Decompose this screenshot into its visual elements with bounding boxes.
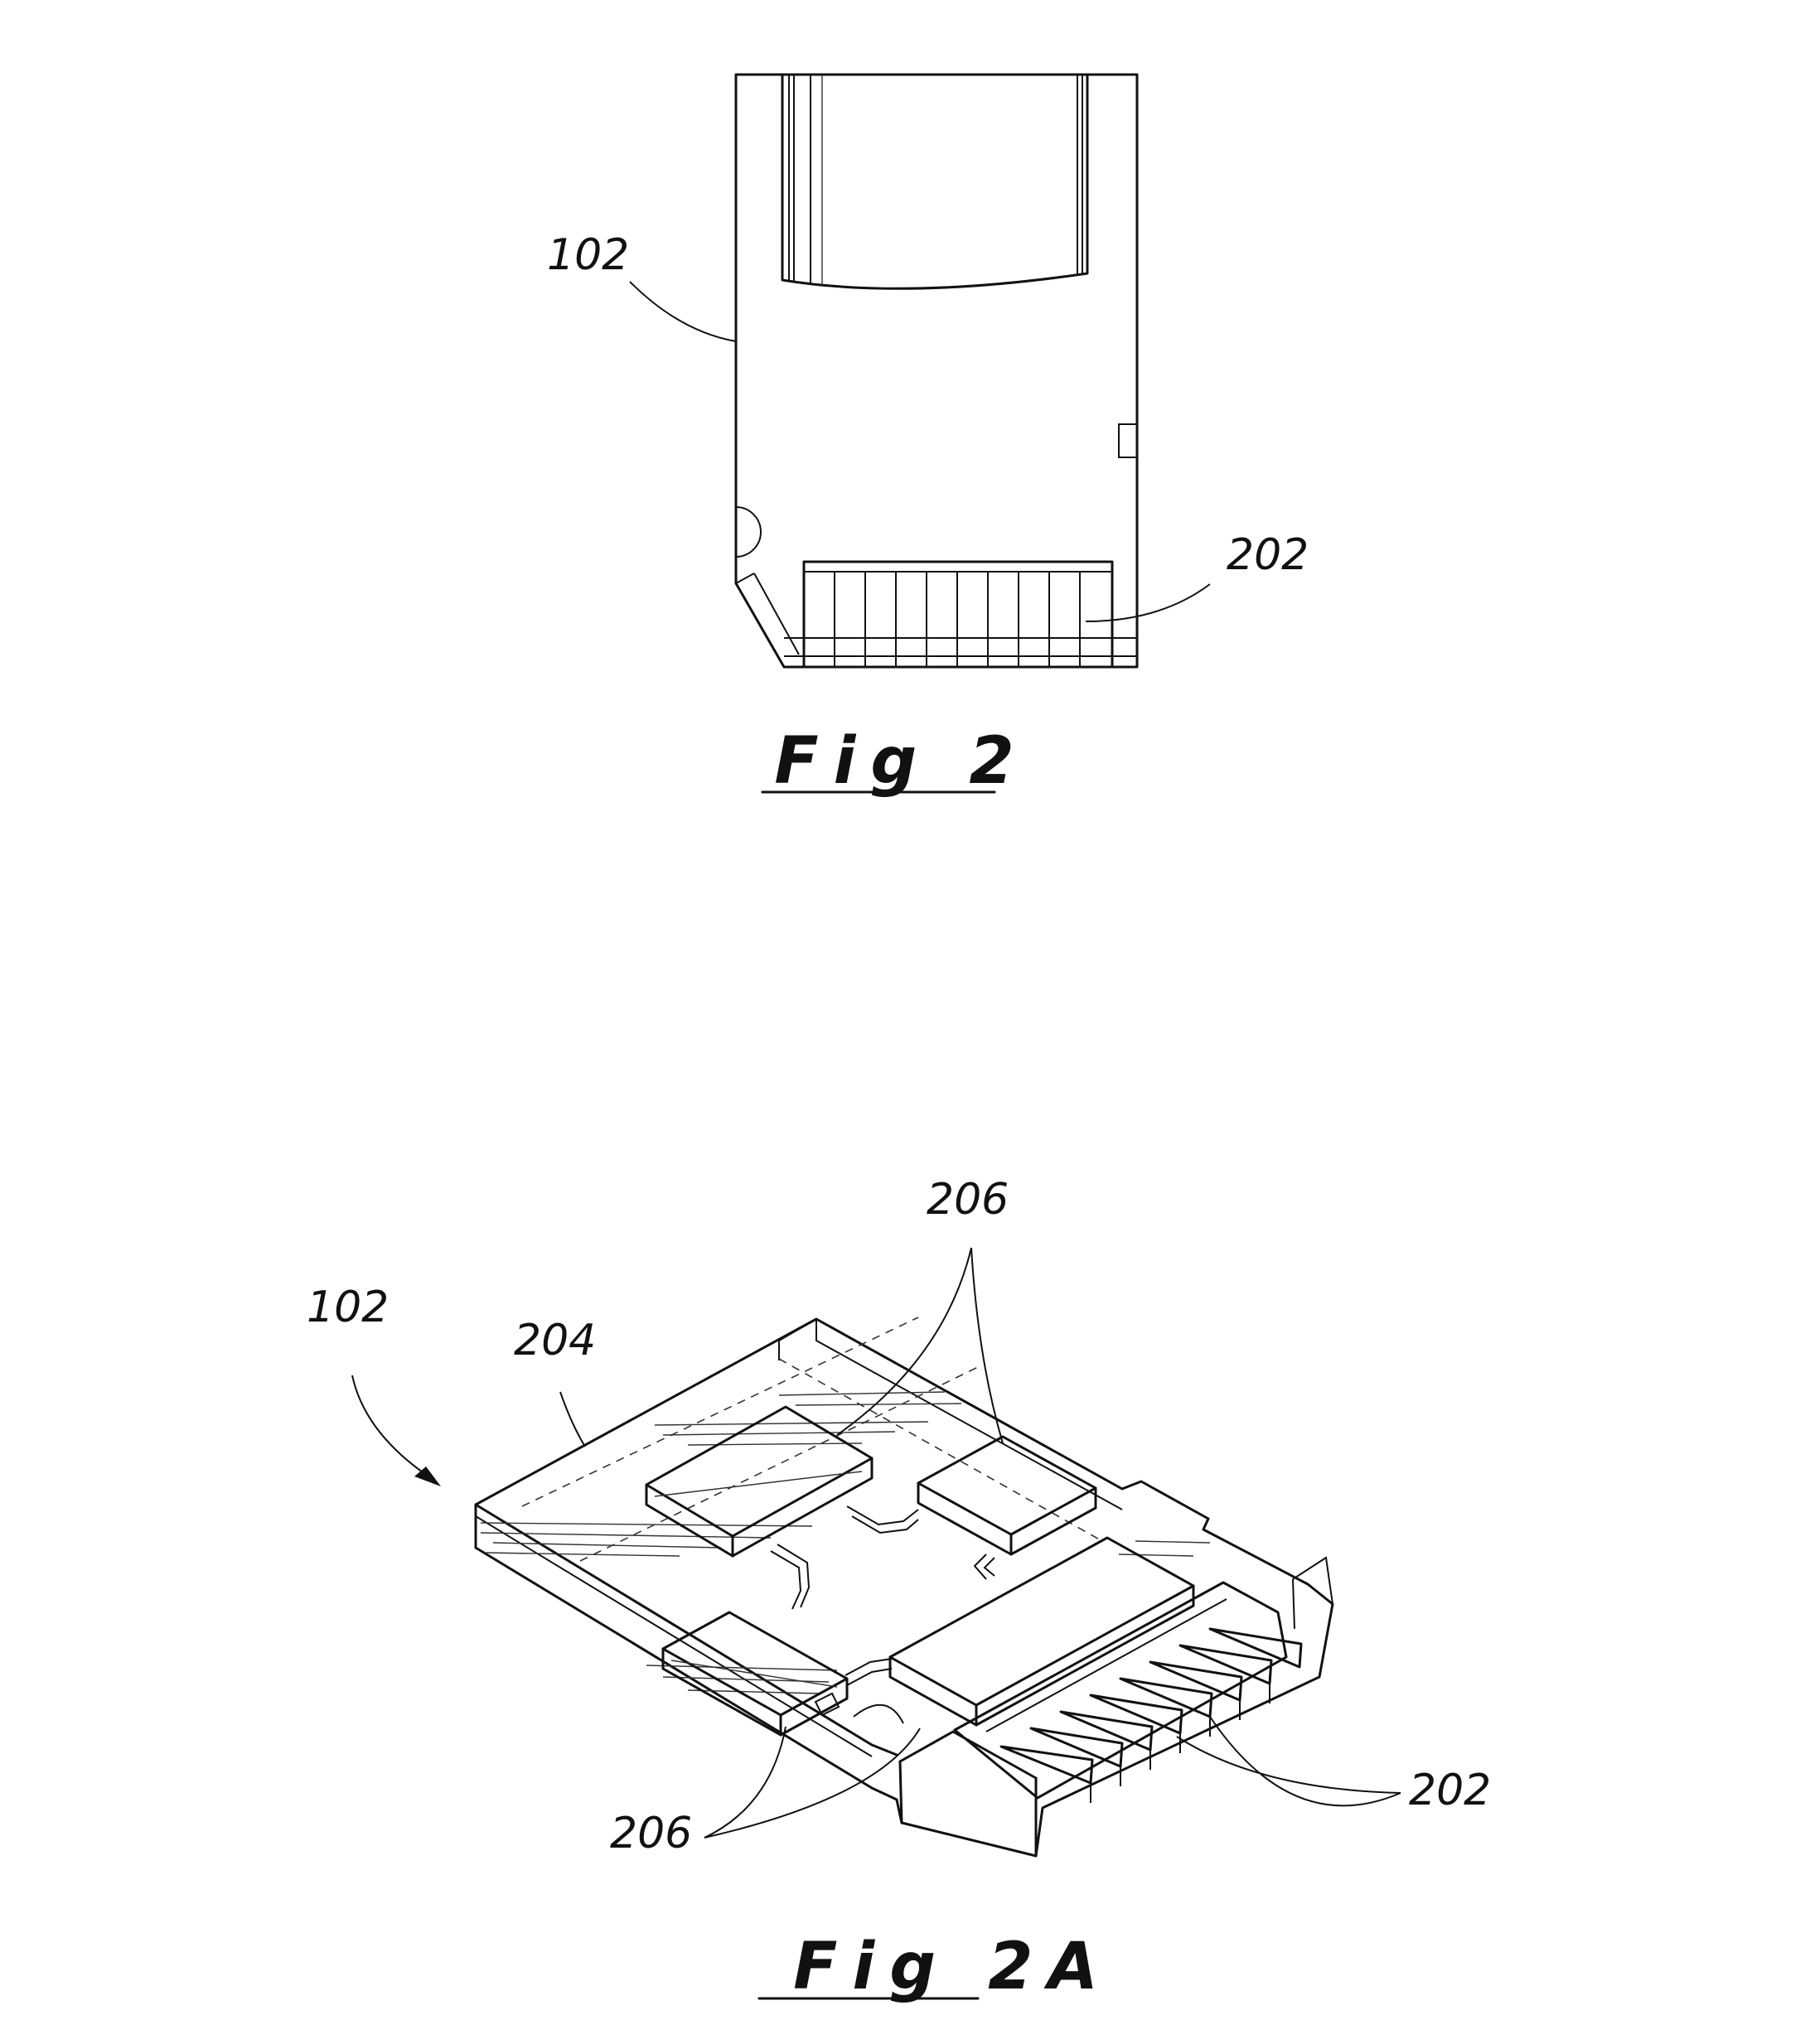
label-206-bottom: 206: [610, 1809, 692, 1858]
leader-204: [559, 1391, 586, 1447]
label-102-top: 102: [547, 230, 629, 280]
surface-hatching: [480, 1391, 1211, 1694]
label-recess: [781, 73, 1089, 290]
leader-202-2a-b: [1209, 1716, 1401, 1807]
chip-upper-left: [645, 1405, 874, 1558]
chip-upper-right: [917, 1435, 1097, 1556]
write-protect-notch: [1118, 423, 1138, 458]
traces: [770, 1505, 995, 1686]
contact-pads: [784, 560, 1137, 669]
label-206-top: 206: [927, 1175, 1009, 1225]
detent-arc: [735, 506, 762, 558]
fig-2-caption: Fig 2: [774, 724, 1028, 799]
leader-102-2a: [351, 1375, 432, 1479]
leader-206-bottom-b: [704, 1727, 921, 1839]
label-202-bottom: 202: [1409, 1766, 1491, 1815]
chip-lower-left: [661, 1611, 849, 1737]
contact-fins: [898, 1556, 1333, 1858]
label-202-top: 202: [1227, 530, 1309, 580]
arrowhead-102-2a: [414, 1467, 441, 1486]
detent-arc-2a: [853, 1703, 904, 1724]
fig-2-drawing: 102 202: [547, 73, 1309, 669]
chip-lower-right: [888, 1536, 1195, 1727]
leader-202-2a-a: [1176, 1736, 1401, 1794]
leader-206-top-a: [836, 1247, 972, 1436]
leader-206-top-b: [970, 1247, 1004, 1444]
board-top-face: [474, 1317, 1334, 1858]
fig-2-caption-graphic: Fig 2: [761, 724, 1028, 799]
fig-2a-caption: Fig 2A: [793, 1930, 1113, 2004]
leader-102: [629, 281, 737, 342]
label-102-bottom: 102: [307, 1283, 389, 1332]
fig-2a-caption-graphic: Fig 2A: [757, 1930, 1113, 2004]
leader-202: [1085, 583, 1211, 622]
label-204: 204: [514, 1316, 596, 1365]
leader-206-bottom-a: [704, 1726, 786, 1839]
fig-2a-drawing: 206 102 204 206 202: [307, 1175, 1491, 1858]
